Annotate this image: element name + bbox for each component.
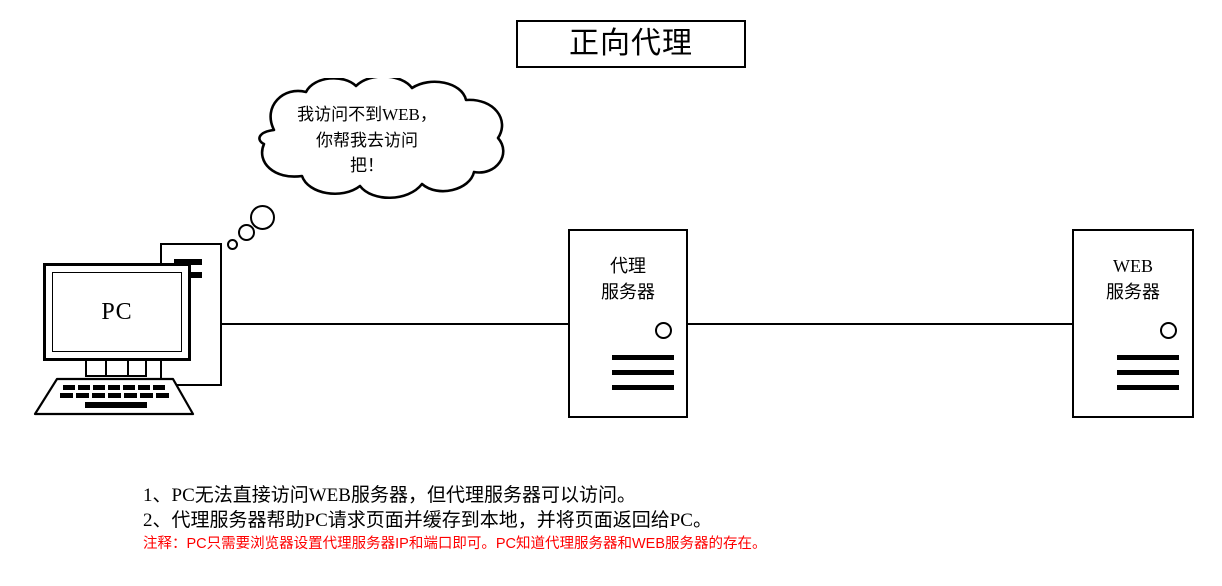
thought-tail-circle-medium (238, 224, 255, 241)
link-proxy-to-web (687, 323, 1073, 325)
page-title: 正向代理 (569, 27, 693, 60)
caption-block: 1、PC无法直接访问WEB服务器，但代理服务器可以访问。 2、代理服务器帮助PC… (143, 483, 1143, 555)
caption-line-2: 2、代理服务器帮助PC请求页面并缓存到本地，并将页面返回给PC。 (143, 510, 712, 531)
caption-line-1: 1、PC无法直接访问WEB服务器，但代理服务器可以访问。 (143, 485, 636, 506)
thought-bubble-text: 我访问不到WEB， 你帮我去访问 把！ (297, 105, 437, 175)
caption-note: 注释：PC只需要浏览器设置代理服务器IP和端口即可。PC知道代理服务器和WEB服… (143, 536, 767, 552)
proxy-server-slot-1 (612, 355, 674, 360)
web-server-led-icon (1160, 322, 1177, 339)
pc-stand-divider-right (127, 361, 129, 377)
proxy-server-label: 代理 服务器 (601, 256, 655, 303)
pc-keyboard-icon (30, 374, 195, 416)
pc-label: PC (101, 298, 133, 325)
proxy-server-slot-2 (612, 370, 674, 375)
link-pc-to-proxy (222, 323, 569, 325)
node-web-server: WEB 服务器 (1072, 229, 1194, 418)
thought-tail-circle-large (250, 205, 275, 230)
node-proxy-server: 代理 服务器 (568, 229, 688, 418)
web-server-slot-3 (1117, 385, 1179, 390)
pc-monitor-icon: PC (43, 263, 191, 361)
proxy-server-slot-3 (612, 385, 674, 390)
pc-monitor-stand (85, 361, 147, 377)
pc-stand-divider-left (105, 361, 107, 377)
pc-tower-slot-top (174, 259, 202, 265)
web-server-label: WEB 服务器 (1106, 256, 1160, 303)
proxy-server-led-icon (655, 322, 672, 339)
node-pc: PC (30, 240, 230, 416)
diagram-title-box: 正向代理 (516, 20, 746, 68)
web-server-slot-2 (1117, 370, 1179, 375)
thought-tail-circle-small (227, 239, 238, 250)
pc-screen: PC (52, 272, 182, 352)
thought-bubble-shape (222, 78, 514, 203)
web-server-slot-1 (1117, 355, 1179, 360)
